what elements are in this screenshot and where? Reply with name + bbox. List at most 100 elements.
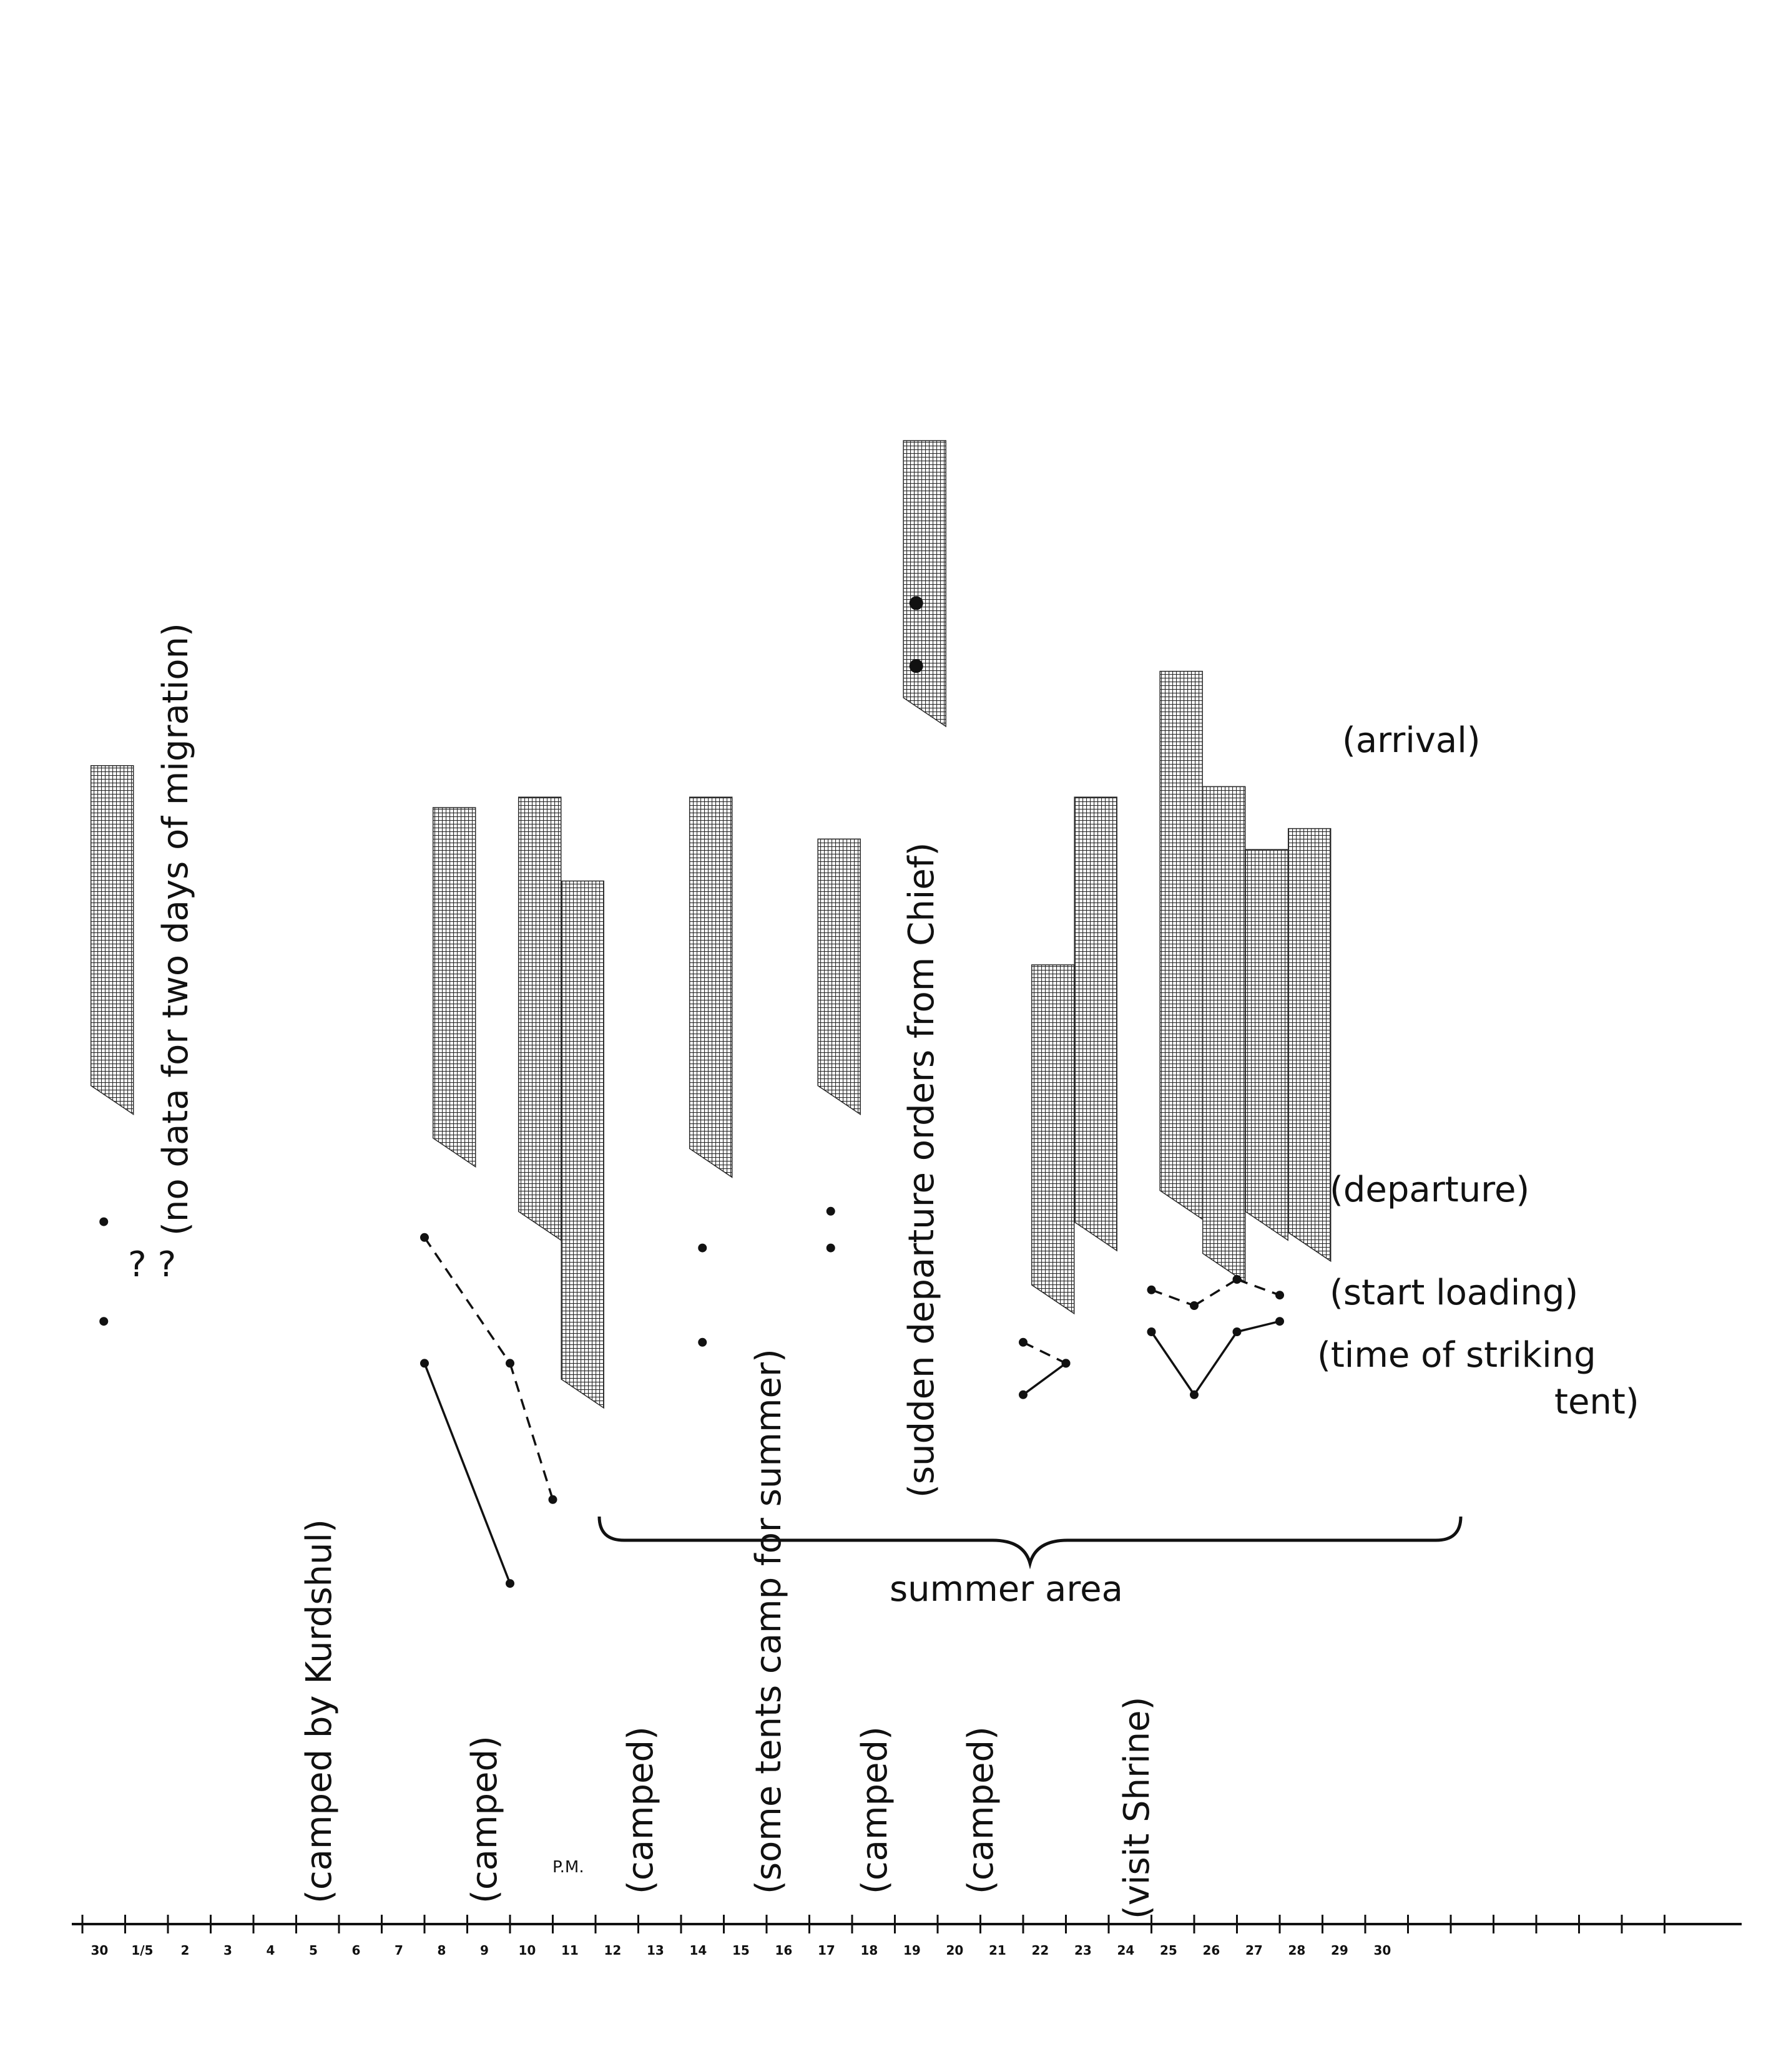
start-loading-point-1 — [506, 1359, 514, 1368]
x-tick-label-7: 7 — [395, 1943, 403, 1958]
start-loading-segment-7 — [1236, 1278, 1280, 1296]
x-tick-label-6: 6 — [351, 1943, 360, 1958]
annotation-departure: (departure) — [1330, 1170, 1529, 1210]
bar-7 — [1031, 964, 1075, 1315]
bar-6 — [903, 440, 946, 728]
x-tick-label-8: 8 — [437, 1943, 446, 1958]
bars-layer — [90, 440, 1332, 1409]
x-tick-label-1: 1/5 — [131, 1943, 153, 1958]
annotation-question-marks: ? ? — [128, 1244, 176, 1285]
bar-8 — [1074, 796, 1117, 1252]
x-tick-label-10: 10 — [518, 1943, 536, 1958]
annotation-no-data: (no data for two days of migration) — [155, 623, 196, 1236]
start-loading-point-7 — [1232, 1275, 1242, 1284]
annotation-sudden-departure: (sudden departure orders from Chief) — [901, 843, 942, 1498]
start-loading-point-6 — [1190, 1301, 1199, 1310]
x-tick-label-28: 28 — [1288, 1943, 1305, 1958]
x-tick-label-25: 25 — [1160, 1943, 1177, 1958]
striking-tent-segment-0 — [423, 1362, 511, 1584]
striking-tent-segment-4 — [1150, 1331, 1195, 1395]
bar-9 — [1159, 670, 1203, 1221]
start-loading-segment-3 — [1023, 1341, 1067, 1364]
striking-tent-point-3 — [1061, 1359, 1071, 1368]
isolated-point-6 — [909, 659, 923, 673]
start-loading-point-5 — [1147, 1285, 1156, 1294]
isolated-point-2 — [698, 1243, 707, 1253]
annotation-striking-line2: tent) — [1554, 1382, 1639, 1422]
x-tick-label-9: 9 — [480, 1943, 489, 1958]
start-loading-point-2 — [548, 1495, 557, 1504]
start-loading-point-0 — [420, 1233, 429, 1242]
isolated-point-3 — [698, 1337, 707, 1347]
x-tick-label-20: 20 — [946, 1943, 963, 1958]
bar-0 — [90, 765, 134, 1116]
x-tick-label-13: 13 — [647, 1943, 664, 1958]
striking-tent-point-1 — [506, 1579, 514, 1588]
annotation-summer-area: summer area — [890, 1569, 1123, 1610]
annotation-striking-line1: (time of striking — [1317, 1335, 1596, 1376]
x-tick-label-2: 2 — [180, 1943, 189, 1958]
striking-tent-segment-5 — [1193, 1331, 1238, 1395]
x-tick-label-24: 24 — [1117, 1943, 1134, 1958]
striking-tent-point-5 — [1190, 1390, 1199, 1399]
x-tick-label-16: 16 — [775, 1943, 792, 1958]
x-tick-label-3: 3 — [223, 1943, 232, 1958]
annotation-arrival: (arrival) — [1342, 720, 1481, 761]
x-tick-label-5: 5 — [309, 1943, 318, 1958]
bar-5 — [817, 838, 861, 1116]
annotation-pm: P.M. — [552, 1858, 584, 1877]
bar-12 — [1287, 828, 1332, 1263]
x-tick-label-12: 12 — [604, 1943, 621, 1958]
annotation-start-loading: (start loading) — [1330, 1273, 1578, 1313]
bar-2 — [518, 796, 562, 1241]
annotation-camped-20: (camped) — [961, 1726, 1001, 1894]
isolated-point-7 — [909, 596, 923, 610]
summer-area-brace — [597, 1516, 1463, 1570]
annotation-some-tents: (some tents camp for summer) — [748, 1349, 789, 1894]
start-loading-segment-6 — [1194, 1278, 1238, 1307]
x-tick-label-15: 15 — [732, 1943, 750, 1958]
isolated-point-5 — [826, 1206, 835, 1216]
bar-10 — [1202, 786, 1246, 1283]
striking-tent-point-4 — [1147, 1327, 1156, 1336]
x-tick-label-18: 18 — [860, 1943, 878, 1958]
start-loading-segment-0 — [423, 1236, 511, 1364]
striking-tent-point-6 — [1232, 1327, 1242, 1336]
lines-layer — [423, 1236, 1280, 1584]
bar-1 — [432, 807, 476, 1168]
isolated-point-0 — [99, 1217, 109, 1226]
points-layer — [99, 596, 1284, 1588]
x-tick-label-22: 22 — [1031, 1943, 1049, 1958]
x-tick-label-21: 21 — [989, 1943, 1006, 1958]
start-loading-segment-5 — [1150, 1289, 1195, 1307]
striking-tent-point-0 — [420, 1359, 429, 1368]
x-tick-label-4: 4 — [266, 1943, 275, 1958]
bar-11 — [1245, 849, 1288, 1241]
annotation-camped-17: (camped) — [855, 1726, 895, 1894]
bar-3 — [561, 880, 604, 1409]
x-tick-label-30: 30 — [1373, 1943, 1391, 1958]
annotation-camped-kurdshul: (camped by Kurdshul) — [299, 1519, 340, 1903]
bar-4 — [689, 796, 733, 1178]
x-tick-label-26: 26 — [1202, 1943, 1220, 1958]
start-loading-point-8 — [1275, 1291, 1284, 1300]
striking-tent-point-2 — [1019, 1390, 1028, 1399]
x-tick-label-0: 30 — [91, 1943, 108, 1958]
x-tick-label-29: 29 — [1331, 1943, 1348, 1958]
isolated-point-1 — [99, 1317, 109, 1326]
x-tick-label-19: 19 — [903, 1943, 921, 1958]
isolated-point-4 — [826, 1243, 835, 1253]
start-loading-segment-1 — [509, 1362, 554, 1500]
x-tick-label-23: 23 — [1074, 1943, 1092, 1958]
striking-tent-segment-2 — [1022, 1362, 1067, 1396]
x-tick-label-17: 17 — [818, 1943, 835, 1958]
annotation-camped-12: (camped) — [621, 1726, 661, 1894]
x-tick-label-27: 27 — [1245, 1943, 1263, 1958]
start-loading-point-3 — [1019, 1337, 1028, 1347]
striking-tent-point-7 — [1275, 1317, 1284, 1326]
striking-tent-segment-6 — [1237, 1320, 1280, 1333]
annotation-camped-8: (camped) — [464, 1736, 505, 1903]
